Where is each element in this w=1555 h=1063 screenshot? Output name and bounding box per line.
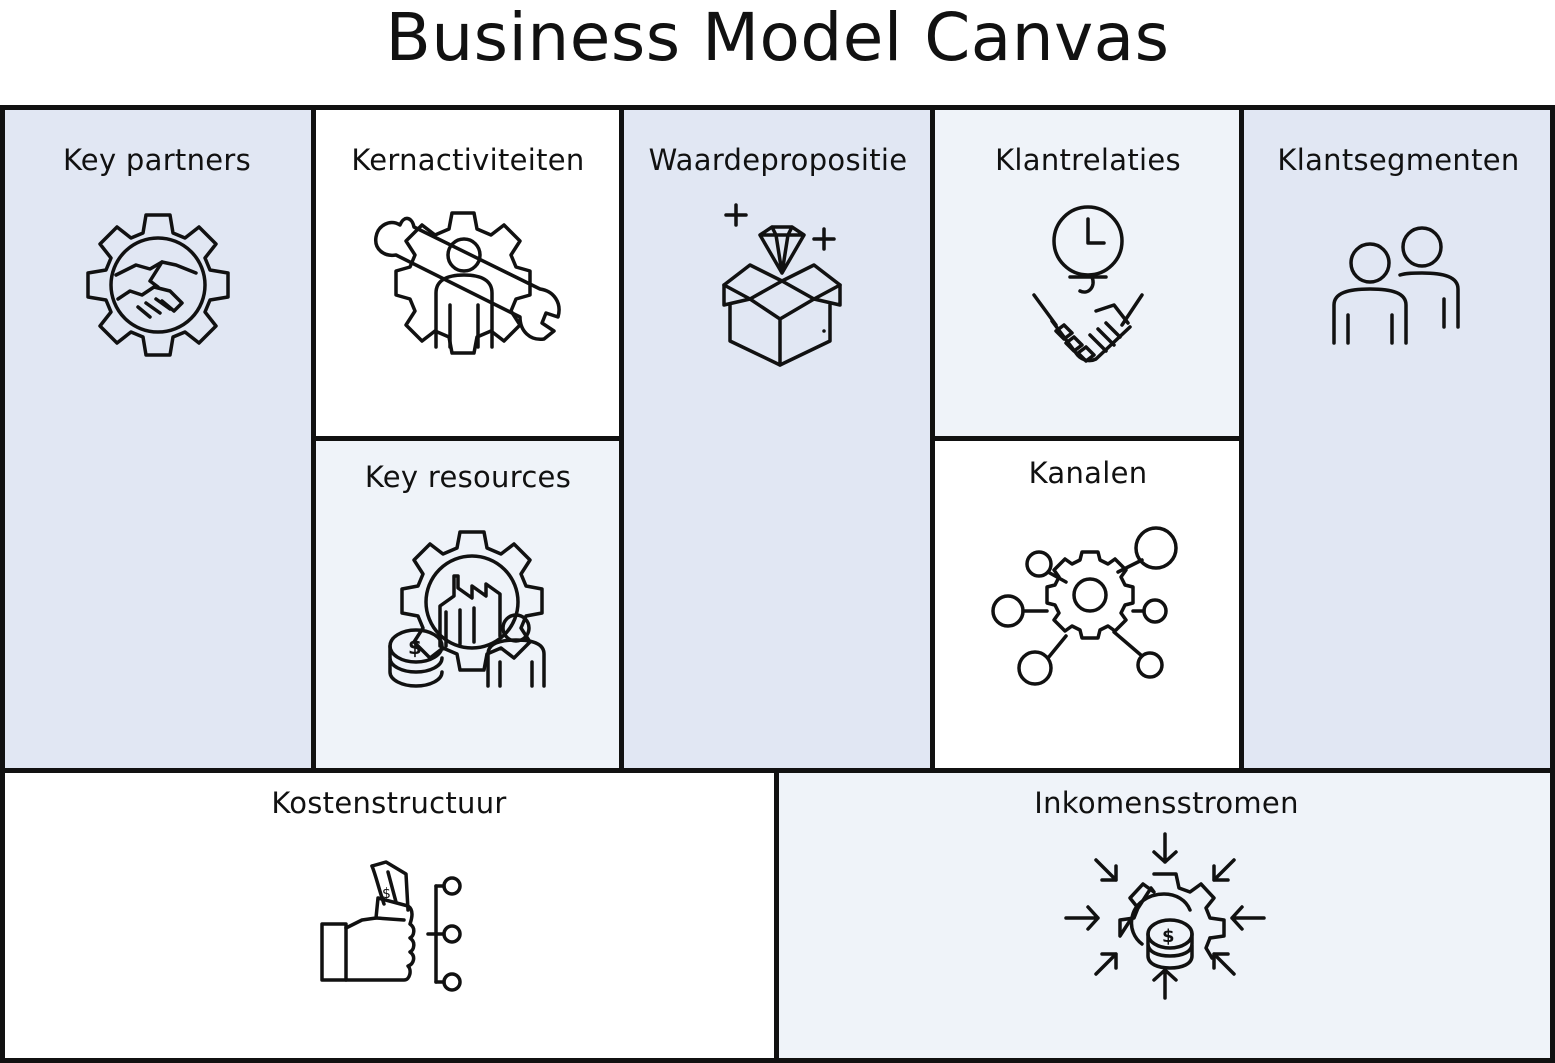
canvas-border-top: [0, 105, 1555, 110]
divider-vertical-bottom: [774, 770, 779, 1063]
block-value-proposition: Waardepropositie: [622, 105, 934, 770]
block-label: Kanalen: [1028, 456, 1148, 490]
divider-horizontal: [934, 436, 1242, 441]
block-label: Klantsegmenten: [1277, 143, 1520, 177]
block-key-resources: Key resources $: [314, 438, 622, 770]
block-label: Kostenstructuur: [271, 786, 507, 820]
block-label: Inkomensstromen: [1034, 786, 1299, 820]
svg-text:$: $: [1162, 926, 1175, 947]
two-people-icon: [1328, 223, 1464, 347]
block-customer-relationships: Klantrelaties: [934, 105, 1242, 438]
box-diamond-icon: [714, 199, 846, 369]
block-revenue-streams: Inkomensstromen $: [778, 770, 1555, 1063]
canvas-border-left: [0, 105, 5, 1063]
gear-wrench-person-icon: [370, 205, 566, 361]
page-title: Business Model Canvas: [385, 0, 1170, 76]
divider-vertical: [930, 105, 935, 770]
block-key-activities: Kernactiviteiten: [314, 105, 622, 438]
canvas-border-right: [1550, 105, 1555, 1063]
hand-money-icon: $: [316, 858, 466, 998]
divider-vertical: [311, 105, 316, 770]
gear-factory-coins-person-icon: $: [384, 526, 554, 694]
block-label: Key partners: [62, 143, 252, 177]
block-label: Kernactiviteiten: [351, 143, 585, 177]
block-label: Key resources: [364, 460, 572, 494]
block-channels: Kanalen: [934, 438, 1242, 770]
block-customer-segments: Klantsegmenten: [1242, 105, 1555, 770]
gear-coins-arrows-icon: $: [1062, 830, 1268, 1002]
svg-text:$: $: [408, 635, 422, 659]
block-key-partners: Key partners: [0, 105, 314, 770]
clock-handshake-icon: [1026, 203, 1150, 369]
block-cost-structure: Kostenstructuur $: [0, 770, 778, 1063]
business-model-canvas: Key partners Kernactiviteiten: [0, 105, 1555, 1063]
divider-horizontal: [314, 436, 622, 441]
svg-text:$: $: [382, 886, 391, 902]
block-label: Klantrelaties: [995, 143, 1181, 177]
block-label: Waardepropositie: [648, 143, 908, 177]
gear-handshake-icon: [78, 207, 238, 363]
network-gear-icon: [990, 524, 1186, 696]
